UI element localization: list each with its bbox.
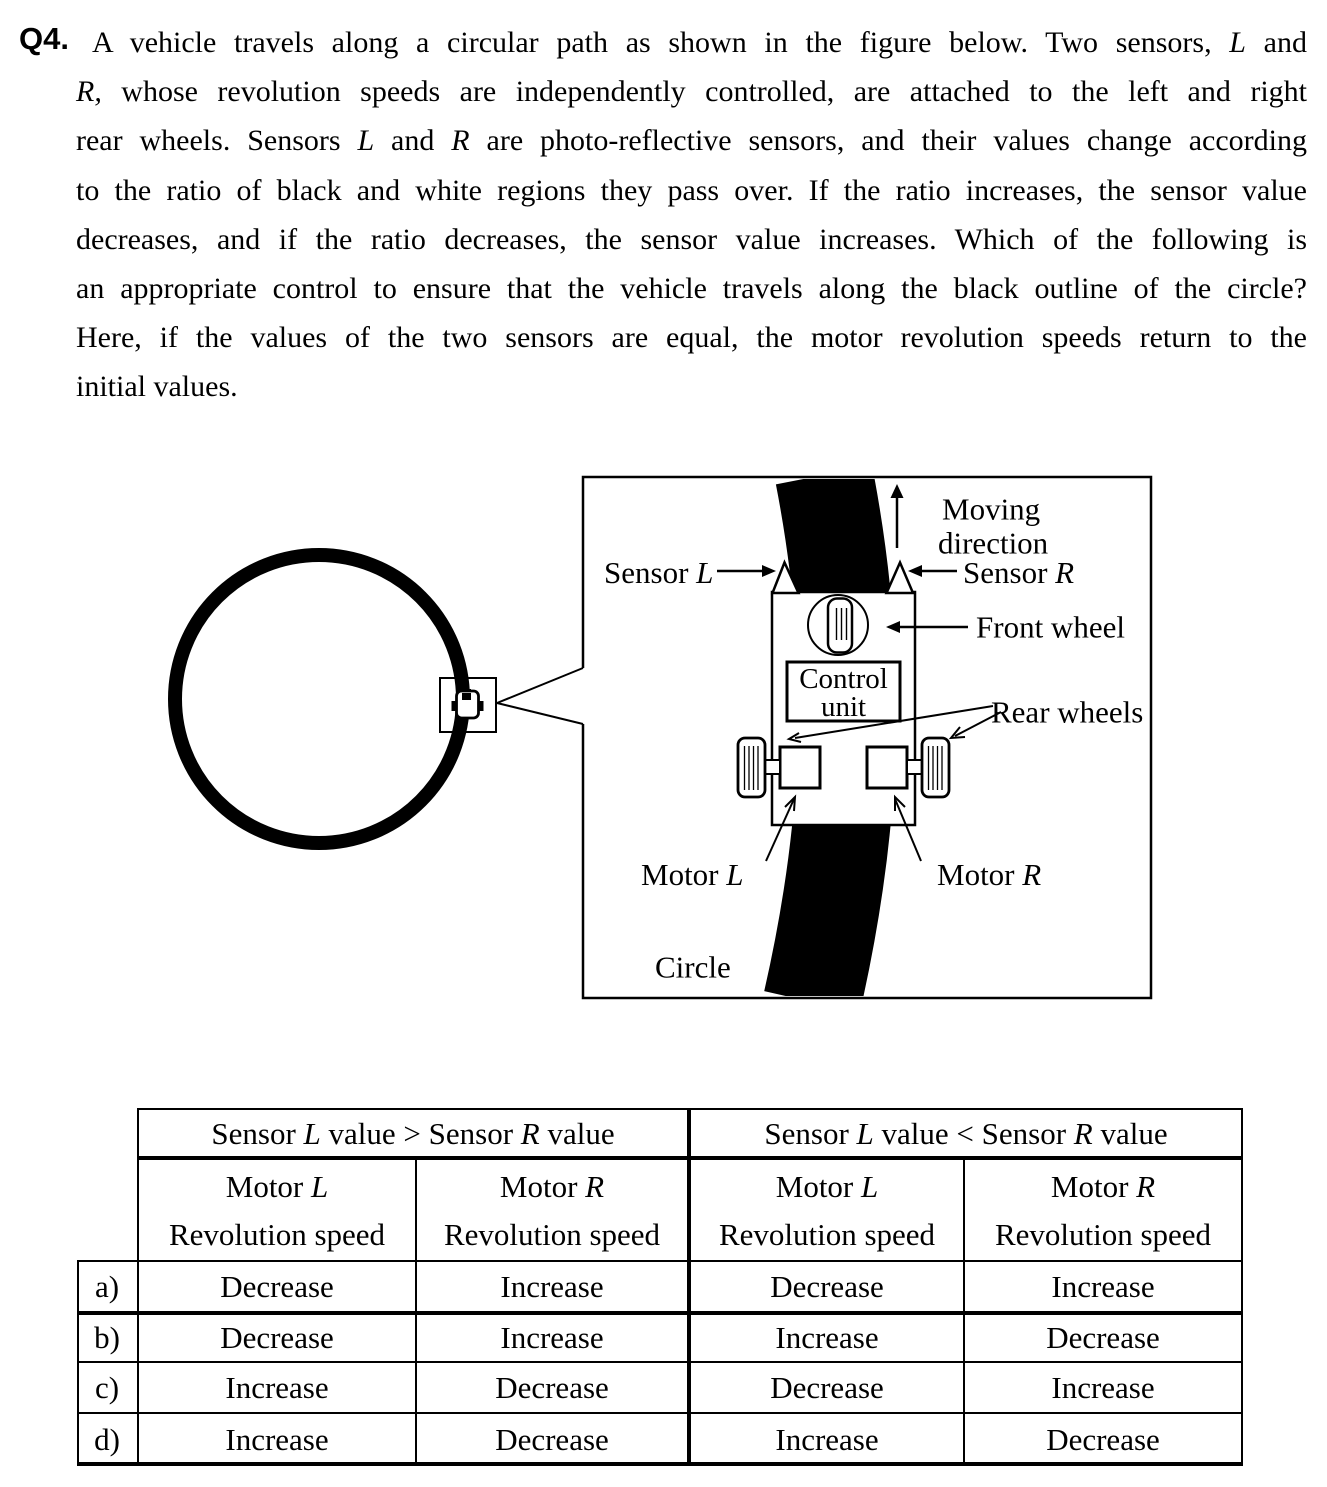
- question-line: to the ratio of black and white regions …: [76, 173, 1307, 207]
- question-line: A vehicle travels along a circular path …: [92, 26, 1307, 59]
- table-cell: Increase: [1051, 1269, 1155, 1304]
- option-label: c): [94, 1370, 120, 1405]
- table-cell: Increase: [500, 1269, 604, 1304]
- rear-wheel-right: [920, 736, 951, 799]
- question-line: decreases, and if the ratio decreases, t…: [76, 222, 1307, 256]
- rear-wheel-left: [736, 736, 767, 799]
- table-border: [1241, 1108, 1243, 1466]
- sensor-l-label: Sensor L: [604, 555, 713, 590]
- table-border: [77, 1462, 1243, 1466]
- table-group-header-right: Sensor L value < Sensor R value: [764, 1116, 1168, 1151]
- callout-box: [439, 677, 497, 733]
- table-cell: Increase: [1051, 1370, 1155, 1405]
- detail-box: [581, 475, 1153, 1000]
- table-cell: Increase: [775, 1422, 879, 1457]
- rear-wheels-arrow-long: [786, 705, 994, 743]
- circle-label: Circle: [655, 950, 731, 985]
- table-cell: Decrease: [770, 1269, 884, 1304]
- question-number: Q4.: [19, 21, 69, 56]
- table-cell: Decrease: [220, 1320, 334, 1355]
- figure-diagram: Control unit Moving direction Se: [168, 475, 1153, 1000]
- rear-wheels-arrow-short: [948, 711, 1002, 740]
- moving-direction-label-line2: direction: [938, 526, 1049, 561]
- rear-wheels-label: Rear wheels: [991, 695, 1143, 730]
- moving-direction-label-line1: Moving: [942, 492, 1040, 527]
- table-cell: Increase: [225, 1370, 329, 1405]
- control-unit-label-line1: Control: [799, 663, 888, 695]
- table-border: [687, 1108, 691, 1466]
- callout-line-bottom: [496, 702, 584, 725]
- table-cell: Decrease: [495, 1422, 609, 1457]
- answer-table: Sensor L value > Sensor R value Sensor L…: [77, 1108, 1243, 1466]
- table-border: [77, 1361, 1243, 1363]
- option-label: a): [94, 1269, 120, 1304]
- circular-track: [168, 548, 470, 850]
- table-border: [77, 1412, 1243, 1414]
- question-line: rear wheels. Sensors L and R are photo-r…: [76, 124, 1307, 158]
- moving-direction-arrow: [890, 484, 904, 548]
- front-wheel-arrow: [886, 621, 968, 633]
- motor-r-label: Motor R: [937, 857, 1041, 892]
- table-col-header: Motor L: [225, 1169, 329, 1204]
- motor-l-arrow: [765, 794, 797, 862]
- control-unit-label-line2: unit: [821, 691, 866, 723]
- question-line: Here, if the values of the two sensors a…: [76, 321, 1307, 355]
- table-col-header: Revolution speed: [994, 1217, 1212, 1252]
- table-group-header-left: Sensor L value > Sensor R value: [211, 1116, 615, 1151]
- table-col-header: Revolution speed: [168, 1217, 386, 1252]
- table-cell: Decrease: [220, 1269, 334, 1304]
- table-border: [137, 1108, 139, 1466]
- table-cell: Increase: [775, 1320, 879, 1355]
- table-cell: Decrease: [1046, 1422, 1160, 1457]
- control-unit-box: [785, 660, 902, 723]
- table-col-header: Motor R: [1050, 1169, 1156, 1204]
- table-cell: Decrease: [770, 1370, 884, 1405]
- front-wheel-label: Front wheel: [976, 610, 1125, 645]
- option-label: d): [94, 1422, 120, 1457]
- question-line: an appropriate control to ensure that th…: [76, 271, 1307, 305]
- question-text: A vehicle travels along a circular path …: [76, 18, 1307, 412]
- table-col-header: Revolution speed: [443, 1217, 661, 1252]
- table-border: [77, 1311, 1243, 1315]
- sensor-r-triangle: [884, 559, 915, 595]
- table-border: [963, 1156, 965, 1466]
- sensor-l-arrow: [717, 565, 776, 577]
- motor-l-label: Motor L: [641, 857, 744, 892]
- table-col-header: Revolution speed: [718, 1217, 936, 1252]
- table-cell: Decrease: [1046, 1320, 1160, 1355]
- mini-vehicle-icon: [451, 689, 484, 720]
- axle-left: [763, 759, 781, 775]
- motor-r-arrow: [894, 794, 922, 862]
- front-wheel: [807, 594, 869, 656]
- axle-right: [906, 759, 924, 775]
- table-border: [77, 1260, 79, 1466]
- callout-line-top: [496, 667, 584, 704]
- table-cell: Decrease: [495, 1370, 609, 1405]
- table-cell: Increase: [225, 1422, 329, 1457]
- question-line: initial values.: [76, 370, 238, 404]
- motor-r-box: [865, 745, 909, 790]
- question-line: R, whose revolution speeds are independe…: [76, 75, 1307, 109]
- table-col-header: Motor L: [775, 1169, 879, 1204]
- sensor-l-triangle: [770, 559, 801, 595]
- sensor-r-arrow: [908, 565, 957, 577]
- table-border: [415, 1156, 417, 1466]
- sensor-r-label: Sensor R: [963, 555, 1074, 590]
- motor-l-box: [778, 745, 822, 790]
- table-col-header: Motor R: [499, 1169, 605, 1204]
- option-label: b): [94, 1320, 120, 1355]
- table-cell: Increase: [500, 1320, 604, 1355]
- table-border: [77, 1260, 1243, 1262]
